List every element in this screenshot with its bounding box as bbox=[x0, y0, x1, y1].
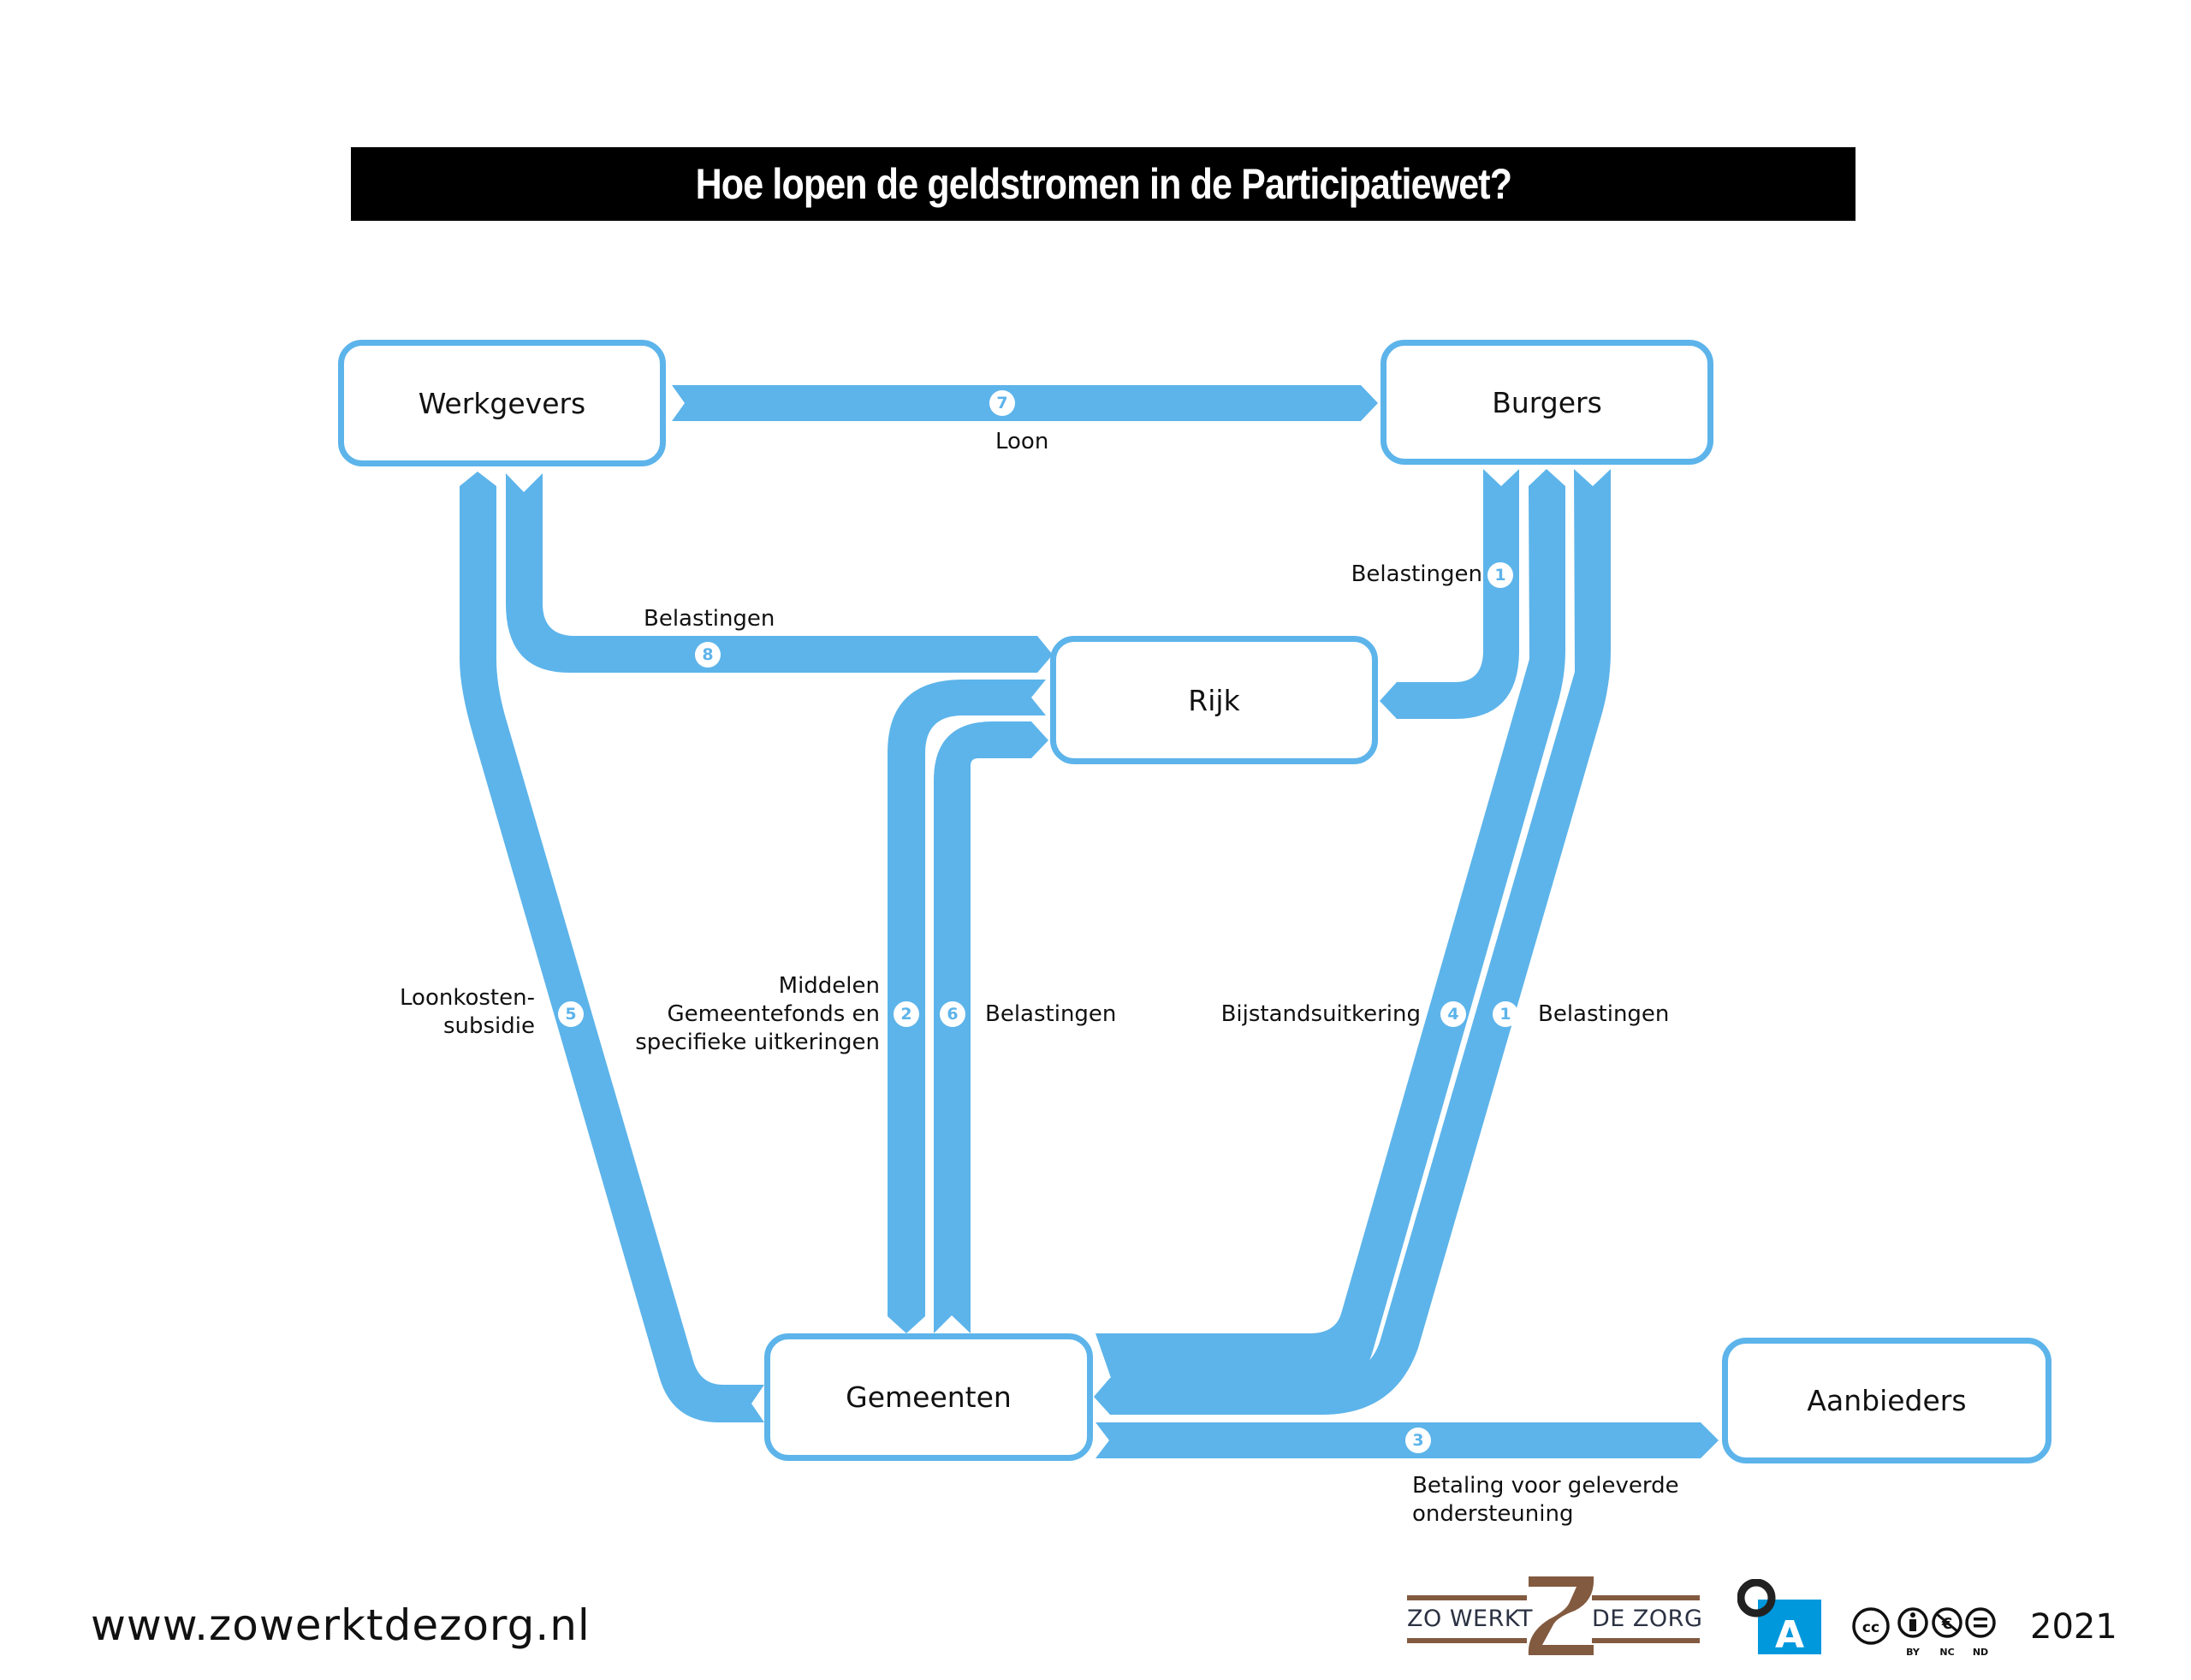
flow-5-label-line1: Loonkosten- bbox=[400, 985, 535, 1011]
node-aanbieders: Aanbieders bbox=[1722, 1338, 2051, 1463]
creative-commons-license-badge[interactable]: cc € BY NC ND bbox=[1852, 1604, 2006, 1660]
by-icon bbox=[1897, 1607, 1928, 1638]
flow-2-label-line3: specifieke uitkeringen bbox=[635, 1030, 880, 1055]
flow-8-belastingen-arrow bbox=[506, 473, 1053, 673]
flow-8-label: Belastingen bbox=[644, 606, 775, 632]
logo-rule bbox=[1407, 1595, 1527, 1600]
flow-7-number-badge: 7 bbox=[989, 390, 1015, 416]
nd-icon bbox=[1965, 1607, 1996, 1638]
flow-5-label-line2: subsidie bbox=[442, 1013, 535, 1039]
flow-6-label: Belastingen bbox=[985, 1001, 1117, 1027]
publisher-logo: A bbox=[1737, 1578, 1823, 1657]
flow-3-label-line1: Betaling voor geleverde bbox=[1412, 1473, 1679, 1499]
flow-4-number-badge: 4 bbox=[1440, 1001, 1466, 1027]
flow-1-belastingen-gemeenten-arrow bbox=[1094, 469, 1611, 1415]
logo-text-left: ZO WERKT bbox=[1407, 1606, 1533, 1632]
flow-1-rijk-label: Belastingen bbox=[1351, 561, 1482, 587]
flow-4-bijstandsuitkering-arrow bbox=[1096, 469, 1565, 1397]
flow-3-label-line2: ondersteuning bbox=[1412, 1501, 1574, 1527]
flow-3-number-badge: 3 bbox=[1405, 1428, 1431, 1453]
page-title: Hoe lopen de geldstromen in de Participa… bbox=[695, 160, 1511, 208]
flow-2-label-line2: Gemeentefonds en bbox=[667, 1001, 880, 1027]
node-rijk-label: Rijk bbox=[1188, 683, 1240, 717]
nc-icon bbox=[1932, 1607, 1962, 1638]
node-gemeenten-label: Gemeenten bbox=[846, 1380, 1012, 1414]
node-burgers-label: Burgers bbox=[1492, 385, 1602, 419]
flow-1-gemeenten-number-badge: 1 bbox=[1493, 1001, 1518, 1027]
logo-z-icon bbox=[1528, 1576, 1594, 1655]
flow-2-middelen-arrow bbox=[888, 680, 1046, 1333]
flow-1-rijk-number-badge: 1 bbox=[1487, 562, 1513, 588]
logo-rule bbox=[1592, 1595, 1700, 1600]
cc-icon bbox=[1852, 1607, 1890, 1645]
flow-5-loonkostensubsidie-arrow bbox=[460, 472, 764, 1422]
publisher-logo-icon: A bbox=[1737, 1578, 1821, 1657]
logo-rule bbox=[1407, 1638, 1527, 1643]
flow-8-number-badge: 8 bbox=[695, 642, 721, 668]
node-burgers: Burgers bbox=[1381, 340, 1713, 465]
license-by: BY bbox=[1906, 1647, 1921, 1658]
node-werkgevers-label: Werkgevers bbox=[418, 386, 586, 420]
license-nd: ND bbox=[1973, 1647, 1988, 1658]
flow-7-loon-arrow bbox=[672, 385, 1378, 421]
flow-7-label: Loon bbox=[995, 429, 1049, 454]
license-nc: NC bbox=[1939, 1647, 1954, 1658]
svg-text:cc: cc bbox=[1862, 1619, 1879, 1636]
flow-5-number-badge: 5 bbox=[558, 1001, 584, 1027]
node-werkgevers: Werkgevers bbox=[338, 340, 666, 466]
flow-6-number-badge: 6 bbox=[940, 1001, 965, 1027]
flow-6-belastingen-arrow bbox=[934, 721, 1048, 1333]
node-aanbieders-label: Aanbieders bbox=[1807, 1384, 1967, 1417]
node-rijk: Rijk bbox=[1050, 636, 1378, 764]
logo-text-right: DE ZORG bbox=[1592, 1606, 1703, 1632]
cc-license-icons: cc € BY NC ND bbox=[1852, 1607, 1996, 1658]
publication-year: 2021 bbox=[2030, 1607, 2117, 1647]
title-bar: Hoe lopen de geldstromen in de Participa… bbox=[351, 147, 1856, 221]
flow-2-label-line1: Middelen bbox=[778, 973, 880, 999]
flow-4-label: Bijstandsuitkering bbox=[1220, 1001, 1421, 1027]
logo-rule bbox=[1592, 1638, 1700, 1643]
flow-1-gemeenten-label: Belastingen bbox=[1538, 1001, 1670, 1027]
footer-website-link[interactable]: www.zowerktdezorg.nl bbox=[91, 1600, 591, 1650]
node-gemeenten: Gemeenten bbox=[764, 1333, 1093, 1461]
publisher-logo-letter: A bbox=[1775, 1613, 1804, 1656]
zo-werkt-de-zorg-logo: ZO WERKT DE ZORG bbox=[1400, 1576, 1705, 1655]
flow-2-number-badge: 2 bbox=[894, 1001, 919, 1027]
flow-1-belastingen-rijk-arrow bbox=[1380, 469, 1519, 719]
flow-3-label: Betaling voor geleverde ondersteuning bbox=[1412, 1472, 1679, 1529]
flow-2-label: Middelen Gemeentefonds en specifieke uit… bbox=[599, 972, 880, 1057]
flow-5-label: Loonkosten- subsidie bbox=[359, 984, 535, 1041]
